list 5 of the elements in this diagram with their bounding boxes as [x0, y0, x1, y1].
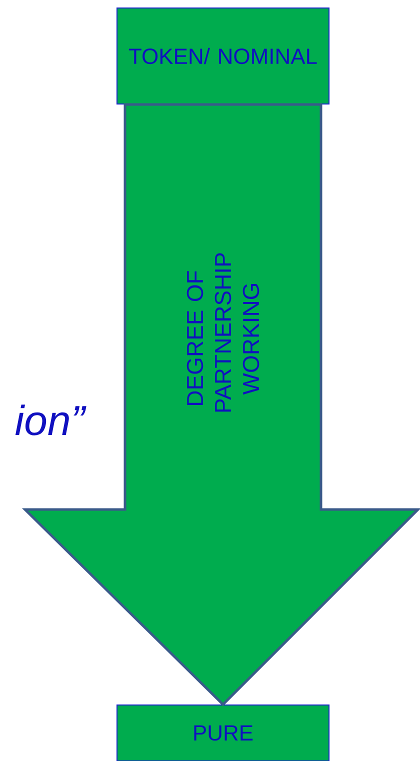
caption-fragment: ion” — [15, 404, 86, 436]
block-arrow — [22, 103, 420, 706]
label-box: PURE — [116, 704, 330, 761]
label-box: TOKEN/ NOMINAL — [116, 8, 330, 105]
edge-label: DEGREE OF PARTNERSHIP WORKING — [186, 253, 260, 412]
